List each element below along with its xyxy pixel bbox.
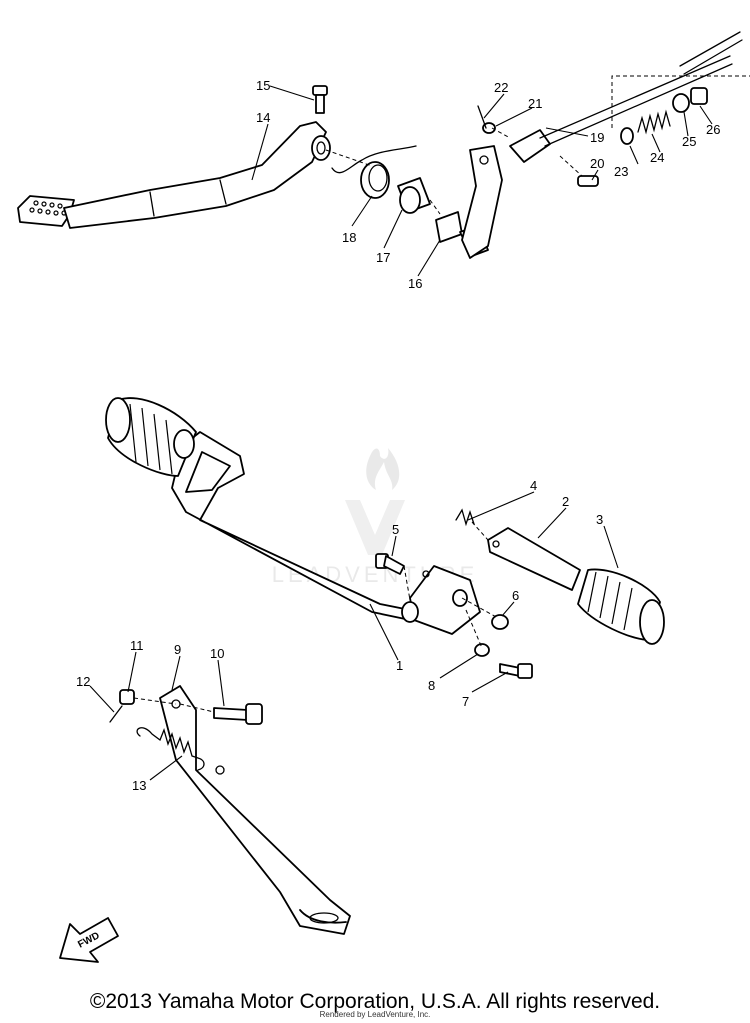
- cotter-pin: [477, 105, 487, 129]
- pivot-bolt: [312, 85, 328, 114]
- bolt-5: [375, 553, 405, 575]
- sidestand: [159, 685, 351, 935]
- callout-11: 11: [130, 638, 144, 653]
- callout-18: 18: [342, 230, 356, 245]
- callout-25: 25: [682, 134, 696, 149]
- footrest-spring: [455, 508, 475, 527]
- footrest-rubber: [577, 568, 665, 645]
- callout-9: 9: [174, 642, 181, 657]
- brake-shaft: [435, 145, 503, 259]
- fwd-arrow-icon: FWD: [59, 917, 119, 963]
- callout-1: 1: [396, 658, 403, 673]
- callout-23: 23: [614, 164, 628, 179]
- stand-bolt: [213, 703, 263, 725]
- washer: [482, 122, 496, 134]
- callout-22: 22: [494, 80, 508, 95]
- stand-spring: [136, 727, 205, 771]
- callout-leaders: [89, 85, 713, 781]
- callout-12: 12: [76, 674, 90, 689]
- callout-16: 16: [408, 276, 422, 291]
- footrest-rubber-left: [105, 397, 197, 477]
- callout-8: 8: [428, 678, 435, 693]
- callout-20: 20: [590, 156, 604, 171]
- callout-15: 15: [256, 78, 270, 93]
- callout-labels: 1 2 3 4 5 6 7 8 9 10 11 12 13 14 15 16 1…: [76, 78, 720, 793]
- brake-rod: [509, 31, 743, 163]
- callout-10: 10: [210, 646, 224, 661]
- watermark-logo: LEADVENTURE: [272, 448, 474, 587]
- callout-13: 13: [132, 778, 146, 793]
- callout-19: 19: [590, 130, 604, 145]
- rod-pin: [577, 175, 599, 187]
- callout-17: 17: [376, 250, 390, 265]
- callout-7: 7: [462, 694, 469, 709]
- washer-23: [620, 127, 634, 145]
- footrest: [487, 527, 581, 591]
- callout-24: 24: [650, 150, 664, 165]
- callout-2: 2: [562, 494, 569, 509]
- adjuster-joint: [672, 93, 690, 113]
- nut-6: [491, 614, 509, 630]
- callout-3: 3: [596, 512, 603, 527]
- callout-5: 5: [392, 522, 399, 537]
- copyright-notice: ©2013 Yamaha Motor Corporation, U.S.A. A…: [89, 990, 661, 1013]
- rendered-by-credit: Rendered by LeadVenture, Inc.: [319, 1010, 431, 1019]
- stand-nut: [119, 689, 135, 705]
- stand-cotter-pin: [109, 705, 123, 723]
- callout-6: 6: [512, 588, 519, 603]
- callout-4: 4: [530, 478, 537, 493]
- adjuster-nut: [690, 87, 708, 105]
- footrest-bracket: [171, 431, 481, 635]
- collar: [397, 177, 431, 214]
- adjuster-spring: [637, 109, 671, 135]
- bolt-7: [499, 663, 533, 679]
- callout-14: 14: [256, 110, 270, 125]
- callout-21: 21: [528, 96, 542, 111]
- callout-26: 26: [706, 122, 720, 137]
- brake-pedal-lever: [17, 121, 331, 229]
- return-spring: [331, 145, 417, 199]
- washer-8: [474, 643, 490, 657]
